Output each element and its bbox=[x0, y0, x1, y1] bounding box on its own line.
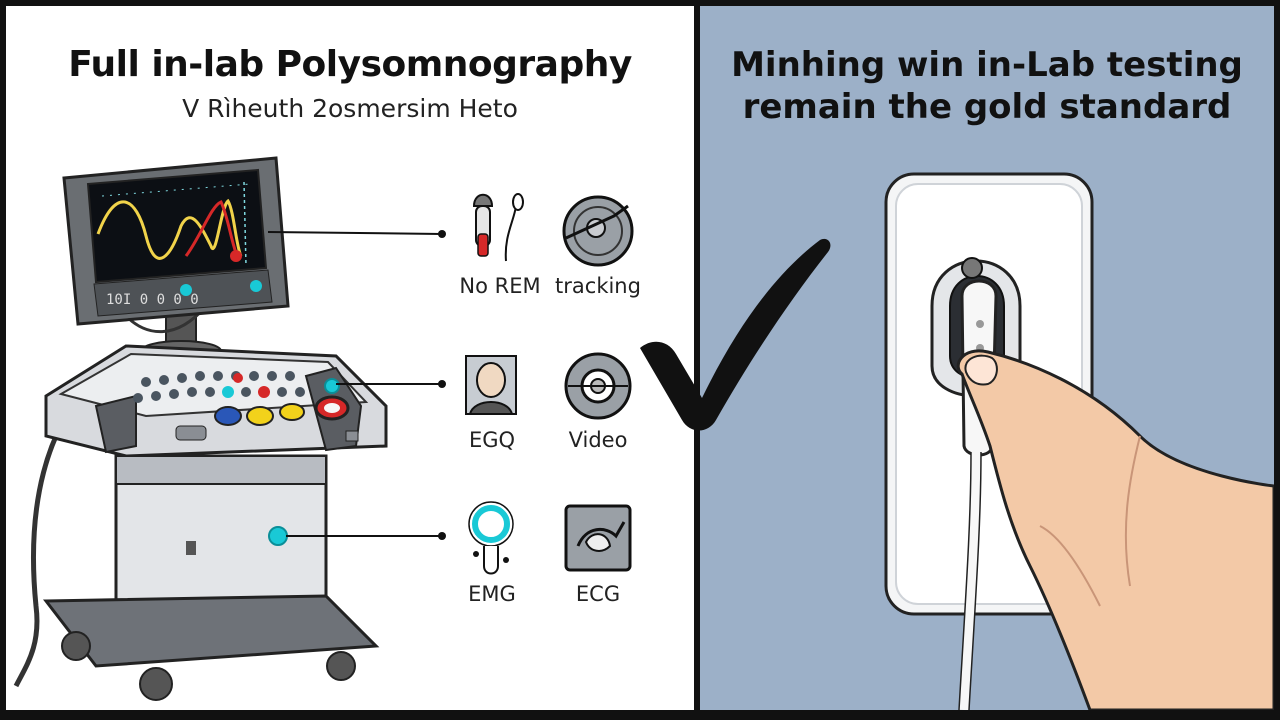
control-console bbox=[44, 344, 388, 458]
sensor-label-video: Video bbox=[568, 428, 628, 452]
eye-tracking-icon bbox=[562, 195, 634, 267]
sensor-label-egq: EGQ bbox=[468, 428, 516, 452]
cart-base bbox=[42, 594, 380, 701]
right-title: Minhing win in-Lab testing remain the go… bbox=[700, 44, 1274, 128]
pointing-hand bbox=[956, 349, 1274, 710]
left-subtitle: V Rìheuth 2osmersim Heto bbox=[182, 94, 518, 123]
monitor bbox=[62, 156, 290, 326]
right-title-line-1: Minhing win in-Lab testing bbox=[731, 45, 1243, 85]
muscle-sensor-icon bbox=[468, 501, 514, 575]
electrode-swab-icon bbox=[472, 193, 524, 262]
cart-cabinet bbox=[114, 454, 328, 608]
heart-sensor-icon bbox=[564, 504, 632, 572]
home-sleep-device-illustration bbox=[884, 172, 1274, 710]
left-panel: Full in-lab Polysomnography V Rìheuth 2o… bbox=[6, 6, 694, 710]
right-panel: Minhing win in-Lab testing remain the go… bbox=[700, 6, 1274, 710]
sensor-label-tracking: tracking bbox=[555, 274, 641, 298]
sensor-label-no-rem: No REM bbox=[459, 274, 541, 298]
monitor-readout: 10I 0 0 0 0 bbox=[106, 292, 199, 308]
camera-lens-icon bbox=[564, 352, 632, 420]
head-portrait-icon bbox=[465, 355, 517, 415]
sensor-label-emg: EMG bbox=[468, 582, 516, 606]
right-title-line-2: remain the gold standard bbox=[742, 87, 1232, 127]
polysomnography-machine-illustration: 10I 0 0 0 0 bbox=[13, 156, 634, 701]
sensor-label-ecg: ECG bbox=[575, 582, 621, 606]
left-title: Full in-lab Polysomnography bbox=[68, 44, 632, 85]
